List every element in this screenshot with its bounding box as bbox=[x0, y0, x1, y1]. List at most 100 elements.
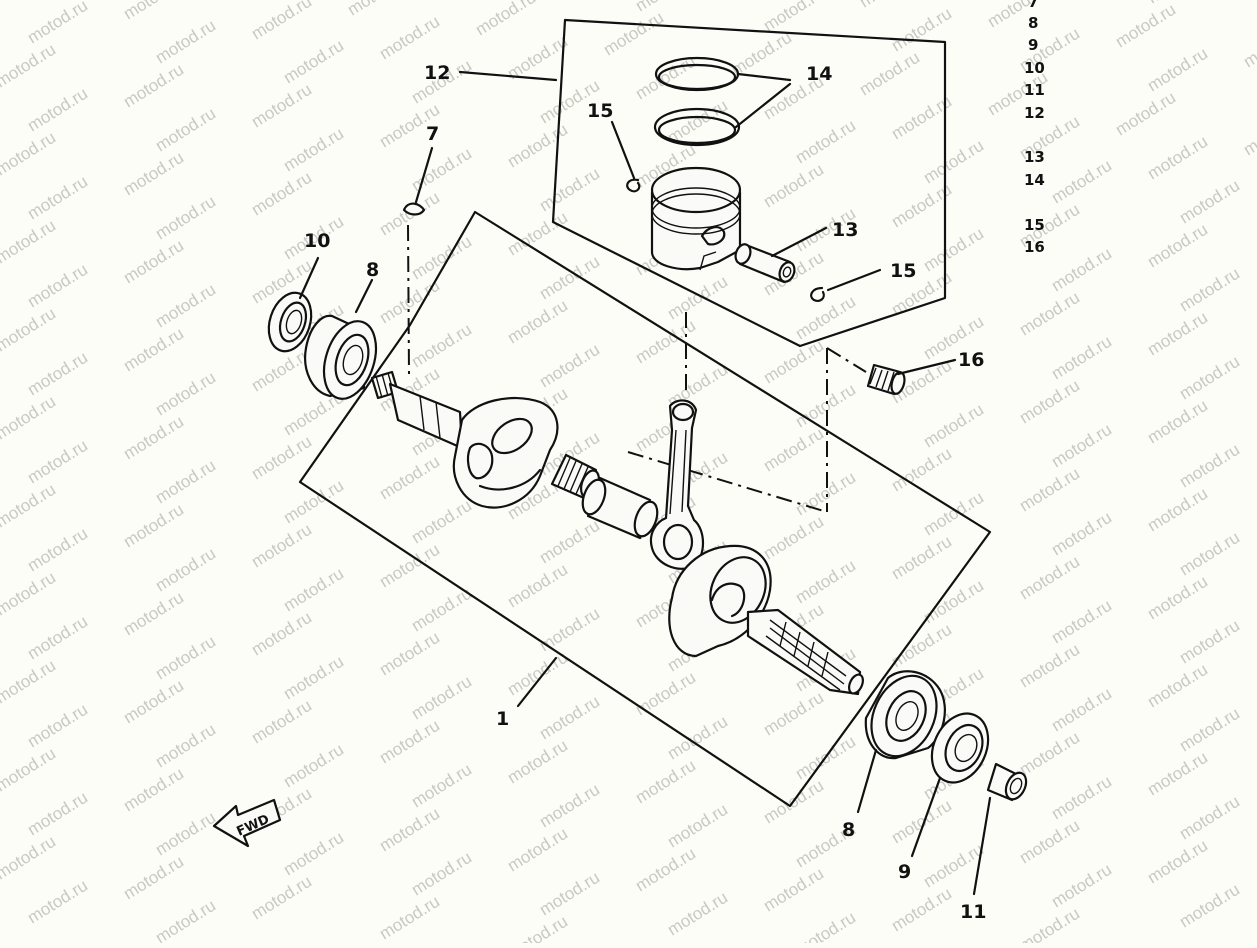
watermark-text: motod.ru bbox=[920, 224, 987, 276]
crankshaft-group-outline bbox=[298, 210, 992, 808]
watermark-text: motod.ru bbox=[1048, 684, 1115, 736]
main-bearing-left bbox=[304, 314, 378, 400]
watermark-text: motod.ru bbox=[1048, 420, 1115, 472]
watermark-text: motod.ru bbox=[856, 0, 923, 11]
watermark-text: motod.ru bbox=[1144, 0, 1211, 7]
watermark-text: motod.ru bbox=[1144, 220, 1211, 272]
watermark-text: motod.ru bbox=[664, 712, 731, 764]
watermark-text: motod.ru bbox=[504, 560, 571, 612]
watermark-text: motod.ru bbox=[1016, 376, 1083, 428]
watermark-text: motod.ru bbox=[248, 696, 315, 748]
watermark-text: motod.ru bbox=[1112, 0, 1179, 51]
collar bbox=[986, 762, 1028, 802]
watermark-text: motod.ru bbox=[376, 452, 443, 504]
watermark-text: motod.ru bbox=[536, 868, 603, 920]
watermark-text: motod.ru bbox=[1016, 728, 1083, 780]
watermark-text: motod.ru bbox=[120, 0, 187, 23]
watermark-text: motod.ru bbox=[1144, 484, 1211, 536]
watermark-text: motod.ru bbox=[1176, 704, 1243, 756]
watermark-text: motod.ru bbox=[152, 192, 219, 244]
watermark-text: motod.ru bbox=[1144, 396, 1211, 448]
watermark-text: motod.ru bbox=[472, 0, 539, 39]
watermark-text: motod.ru bbox=[632, 0, 699, 15]
watermark-text: motod.ru bbox=[760, 512, 827, 564]
watermark-text: motod.ru bbox=[408, 496, 475, 548]
watermark-text: motod.ru bbox=[376, 804, 443, 856]
watermark-text: motod.ru bbox=[632, 844, 699, 896]
watermark-text: motod.ru bbox=[1176, 176, 1243, 228]
watermark-text: motod.ru bbox=[888, 444, 955, 496]
watermark-text: motod.ru bbox=[1016, 640, 1083, 692]
piston-pin-clip-right bbox=[810, 286, 825, 302]
callout-15-left: 15 bbox=[587, 100, 613, 122]
watermark-text: motod.ru bbox=[24, 700, 91, 752]
watermark-text: motod.ru bbox=[1016, 816, 1083, 868]
watermark-text: motod.ru bbox=[1048, 596, 1115, 648]
watermark-text: motod.ru bbox=[0, 744, 59, 796]
watermark-text: motod.ru bbox=[152, 544, 219, 596]
watermark-text: motod.ru bbox=[0, 304, 59, 356]
watermark-text: motod.ru bbox=[792, 468, 859, 520]
index-12: 12 bbox=[1024, 104, 1045, 122]
watermark-text: motod.ru bbox=[152, 808, 219, 860]
watermark-text: motod.ru bbox=[24, 524, 91, 576]
watermark-text: motod.ru bbox=[152, 368, 219, 420]
watermark-text: motod.ru bbox=[152, 456, 219, 508]
watermark-text: motod.ru bbox=[792, 380, 859, 432]
callout-9: 9 bbox=[898, 861, 911, 883]
watermark-text: motod.ru bbox=[120, 236, 187, 288]
index-15: 15 bbox=[1024, 216, 1045, 234]
watermark-text: motod.ru bbox=[1048, 508, 1115, 560]
watermark-text: motod.ru bbox=[376, 540, 443, 592]
watermark-text: motod.ru bbox=[920, 400, 987, 452]
watermark-text: motod.ru bbox=[0, 832, 59, 884]
watermark-text: motod.ru bbox=[152, 104, 219, 156]
watermark-text: motod.ru bbox=[408, 232, 475, 284]
watermark-text: motod.ru bbox=[760, 424, 827, 476]
watermark-text: motod.ru bbox=[1016, 464, 1083, 516]
watermark-text: motod.ru bbox=[248, 520, 315, 572]
piston-pin-clip-left bbox=[626, 178, 641, 193]
watermark-text: motod.ru bbox=[24, 260, 91, 312]
watermark-text: motod.ru bbox=[0, 568, 59, 620]
watermark-text: motod.ru bbox=[376, 892, 443, 943]
watermark-text: motod.ru bbox=[856, 48, 923, 100]
watermark-text: motod.ru bbox=[536, 692, 603, 744]
watermark-text: motod.ru bbox=[1144, 572, 1211, 624]
watermark-text: motod.ru bbox=[1016, 904, 1083, 943]
piston-pin bbox=[734, 243, 796, 284]
watermark-text: motod.ru bbox=[632, 316, 699, 368]
watermark-text: motod.ru bbox=[1048, 772, 1115, 824]
watermark-text: motod.ru bbox=[120, 676, 187, 728]
watermark-text: motod.ru bbox=[280, 564, 347, 616]
watermark-text: motod.ru bbox=[0, 392, 59, 444]
watermark-text: motod.ru bbox=[664, 800, 731, 852]
watermark-text: motod.ru bbox=[1144, 44, 1211, 96]
watermark-text: motod.ru bbox=[1048, 860, 1115, 912]
watermark-text: motod.ru bbox=[504, 824, 571, 876]
watermark-text: motod.ru bbox=[24, 876, 91, 928]
leader-lines bbox=[298, 70, 992, 896]
watermark-text: motod.ru bbox=[120, 324, 187, 376]
watermark-text: motod.ru bbox=[280, 124, 347, 176]
watermark-text: motod.ru bbox=[248, 80, 315, 132]
watermark-text: motod.ru bbox=[1048, 156, 1115, 208]
watermark-text: motod.ru bbox=[376, 716, 443, 768]
woodruff-key bbox=[402, 202, 426, 216]
watermark-text: motod.ru bbox=[0, 656, 59, 708]
part-index-column: 7 8 9 10 11 12 13 14 15 16 bbox=[1024, 0, 1045, 256]
index-14: 14 bbox=[1024, 171, 1045, 189]
watermark-text: motod.ru bbox=[888, 796, 955, 848]
index-13: 13 bbox=[1024, 148, 1045, 166]
watermark-text: motod.ru bbox=[504, 120, 571, 172]
forward-direction-arrow: FWD bbox=[212, 798, 282, 848]
watermark-text: motod.ru bbox=[120, 500, 187, 552]
oil-seal-right bbox=[930, 712, 990, 784]
callout-7: 7 bbox=[426, 123, 439, 145]
watermark-text: motod.ru bbox=[1176, 792, 1243, 844]
watermark-text: motod.ru bbox=[0, 128, 59, 180]
watermark-text: motod.ru bbox=[792, 908, 859, 943]
oil-seal-left bbox=[267, 291, 313, 353]
